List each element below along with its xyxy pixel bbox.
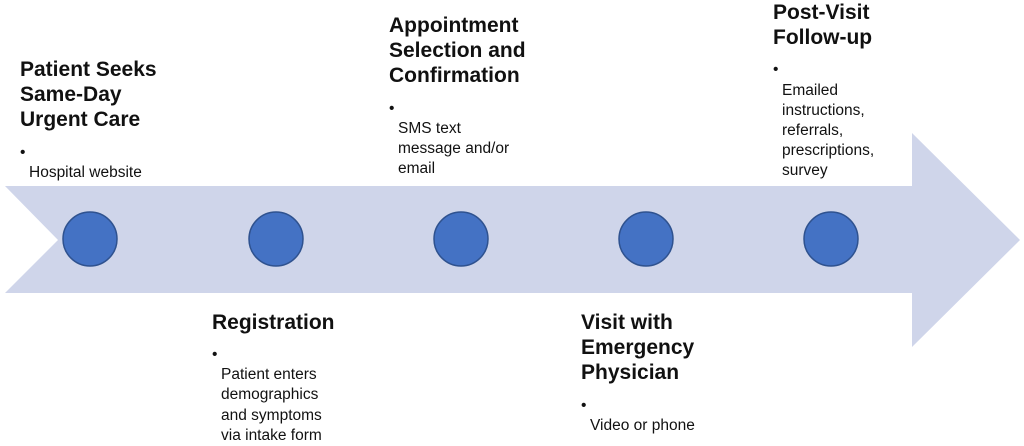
step-3-title: Appointment Selection and Confirmation — [389, 14, 526, 88]
step-2-bullet-1-text: Patient enters demographics and symptoms… — [221, 366, 322, 444]
bullet-dot-icon: • — [20, 143, 26, 161]
bullet-dot-icon: • — [389, 99, 395, 117]
timeline-node-1 — [62, 211, 118, 267]
step-3-bullet-1: •SMS text message and/or email — [389, 99, 526, 180]
step-1-bullet-1-text: Hospital website — [29, 163, 142, 181]
step-1-bullets: •Hospital website — [20, 143, 157, 183]
step-3-bullet-1-text: SMS text message and/or email — [398, 119, 510, 177]
bullet-dot-icon: • — [581, 396, 587, 414]
step-3-bullets: •SMS text message and/or email — [389, 99, 526, 180]
timeline-node-2 — [248, 211, 304, 267]
step-5-bullet-1: •Emailed instructions, referrals, prescr… — [773, 60, 874, 181]
step-1-bullet-1: •Hospital website — [20, 143, 157, 183]
timeline-diagram — [5, 133, 1020, 347]
timeline-node-3 — [433, 211, 489, 267]
step-4-bullet-1: •Video or phone — [581, 396, 695, 436]
step-4-bullets: •Video or phone — [581, 396, 695, 436]
timeline-node-5 — [803, 211, 859, 267]
step-2-block: Registration •Patient enters demographic… — [212, 310, 335, 446]
step-4-bullet-1-text: Video or phone — [590, 416, 695, 434]
step-2-bullet-1: •Patient enters demographics and symptom… — [212, 345, 335, 446]
step-2-bullets: •Patient enters demographics and symptom… — [212, 345, 335, 446]
step-4-block: Visit with Emergency Physician •Video or… — [581, 310, 695, 436]
bullet-dot-icon: • — [212, 346, 218, 364]
bullet-dot-icon: • — [773, 61, 779, 79]
step-5-bullet-1-text: Emailed instructions, referrals, prescri… — [782, 81, 875, 180]
step-1-title: Patient Seeks Same-Day Urgent Care — [20, 58, 157, 132]
step-1-block: Patient Seeks Same-Day Urgent Care •Hosp… — [20, 57, 157, 183]
timeline-arrow — [5, 133, 1020, 347]
step-2-title: Registration — [212, 311, 335, 334]
step-5-title: Post-Visit Follow-up — [773, 1, 873, 50]
step-5-bullets: •Emailed instructions, referrals, prescr… — [773, 60, 874, 181]
step-3-block: Appointment Selection and Confirmation •… — [389, 13, 526, 179]
timeline-node-4 — [618, 211, 674, 267]
step-4-title: Visit with Emergency Physician — [581, 311, 695, 385]
step-5-block: Post-Visit Follow-up •Emailed instructio… — [773, 0, 874, 181]
